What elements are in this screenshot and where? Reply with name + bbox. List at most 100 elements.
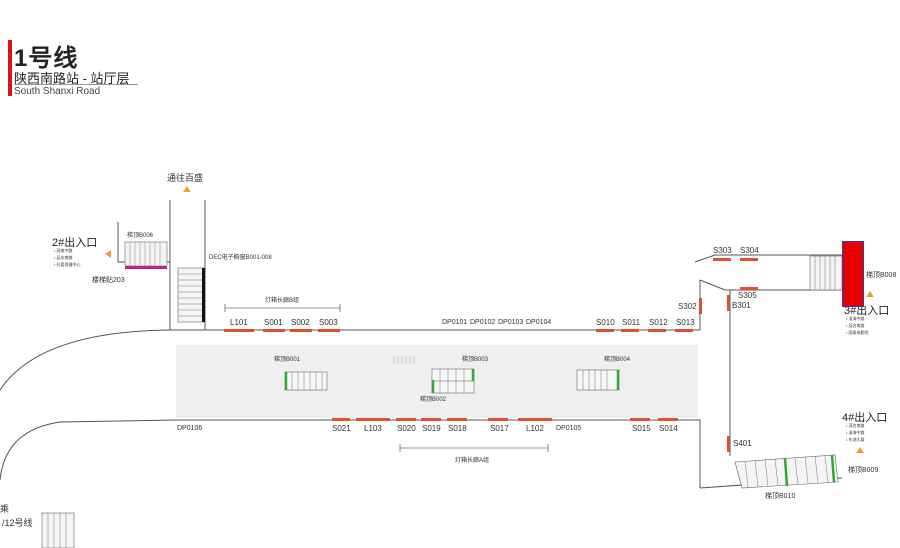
ad-panel-s013 [675,329,693,332]
ad-panel-s010 [596,329,614,332]
ad-panel-s011 [621,329,639,332]
label-s304: S304 [740,246,759,255]
label-s010: S010 [596,318,615,327]
ad-panel-s014 [658,418,678,421]
exit3-corridor-bottom [699,279,842,291]
exit2-item-2: • 延庆南路 [54,255,73,260]
dec-screen-strip [202,268,205,322]
ad-panel-s305 [740,287,758,290]
escalator-b004 [576,369,620,391]
exit4-escalator-steps [744,455,829,488]
ticket-gates [393,356,415,364]
label-s003: S003 [319,318,338,327]
lightbox-a-dimension [399,444,549,452]
tag-b203: 楼梯贴203 [92,277,125,284]
tag-b010: 梯顶B010 [765,493,796,500]
label-s303: S303 [713,246,732,255]
exit4-green-mark-1 [783,457,789,487]
ad-panel-s012 [648,329,666,332]
exit4-green-mark-2 [830,454,836,483]
ad-panel-l102 [518,418,552,421]
label-s015: S015 [632,424,651,433]
ad-panel-s304 [740,258,758,261]
label-lightbox-a: 灯箱长廊A组 [455,458,490,464]
exit2-stair-steps [129,242,161,266]
label-l102: L102 [526,424,544,433]
exit3-item-3: • 国泰电影院 [846,330,869,335]
tag-b004: 梯顶B004 [604,357,631,363]
left-corridor-top [0,329,177,391]
ad-panel-s002 [290,329,312,332]
label-dp0106: DP0106 [177,425,203,432]
ad-panel-s001 [263,329,285,332]
station-name-en: South Shanxi Road [14,86,101,97]
exit3-corridor-top [694,254,842,263]
ad-panel-l103 [356,418,390,421]
label-s021: S021 [332,424,351,433]
exit3-title: 3#出入口 [844,305,890,317]
exit4-title: 4#出入口 [842,412,888,424]
label-s002: S002 [291,318,310,327]
exit4-item-2: • 淮海中路 [846,430,865,435]
label-s013: S013 [676,318,695,327]
baisheng-escalator [177,267,205,323]
ad-panel-b301 [727,295,730,311]
left-corridor-bottom [0,419,177,481]
label-s018: S018 [448,424,467,433]
ad-panel-s303 [713,258,731,261]
exit4-item-1: • 茂名南路 [846,423,865,428]
exit3-escalator [809,255,843,291]
label-l103: L103 [364,424,382,433]
label-line12: /12号线 [2,518,33,528]
label-transfer-prefix: 乘 [0,504,10,514]
exit2-title: 2#出入口 [52,237,98,249]
label-dp0104: DP0104 [526,319,552,326]
line12-transfer-stair [41,512,75,548]
exit2-arrow-icon [105,250,111,258]
station-name-cn: 陕西南路站 - 站厅层 [14,71,130,86]
tag-b001: 梯顶B001 [274,357,301,363]
lightbox-b-dimension [224,304,341,312]
exit2-item-1: • 茂南中路 [54,248,73,253]
tag-b009: 梯顶B009 [848,467,879,474]
label-s305: S305 [738,291,757,300]
line-title: 1号线 [14,45,79,72]
ad-panel-s020 [396,418,416,421]
label-dp0103: DP0103 [498,319,524,326]
ad-panel-l101 [224,329,254,332]
tag-b002: 梯顶B002 [420,397,447,403]
baisheng-escalator-steps [178,273,204,317]
ad-panel-s018 [447,418,467,421]
tag-b006: 梯顶B006 [127,233,154,239]
ad-panel-s015 [630,418,650,421]
label-dec-screens: DEC电子橱窗B001-008 [209,255,272,261]
ad-panel-s019 [421,418,441,421]
ad-panel-s017 [488,418,508,421]
label-s012: S012 [649,318,668,327]
label-dp0105: DP0105 [556,425,582,432]
label-s011: S011 [622,318,641,327]
label-s019: S019 [422,424,441,433]
highlighted-ad-location [842,241,864,307]
ad-panel-s302 [699,298,702,314]
label-s302: S302 [678,302,697,311]
escalator-b001 [284,371,328,391]
label-s401: S401 [733,439,752,448]
baisheng-arrow-icon [183,186,191,192]
exit2-magenta-band [125,266,167,269]
label-to-baisheng: 通往百盛 [167,173,204,183]
exit2-item-3: • 妇婴保健中心 [54,262,81,267]
ad-panel-s021 [332,418,350,421]
exit3-item-2: • 茂名南路 [846,323,865,328]
exit2-stair [124,241,168,267]
hall-top-wall [176,280,701,331]
exit3-escalator-steps [814,256,836,290]
title-accent-bar [8,40,12,96]
label-lightbox-b: 灯箱长廊B组 [265,298,300,304]
title-divider [14,84,138,85]
label-dp0102: DP0102 [470,319,496,326]
label-s001: S001 [264,318,283,327]
tag-b008: 梯顶B008 [866,272,897,279]
tag-b003: 梯顶B003 [462,357,489,363]
exit4-item-3: • 东湖大厦 [846,437,865,442]
